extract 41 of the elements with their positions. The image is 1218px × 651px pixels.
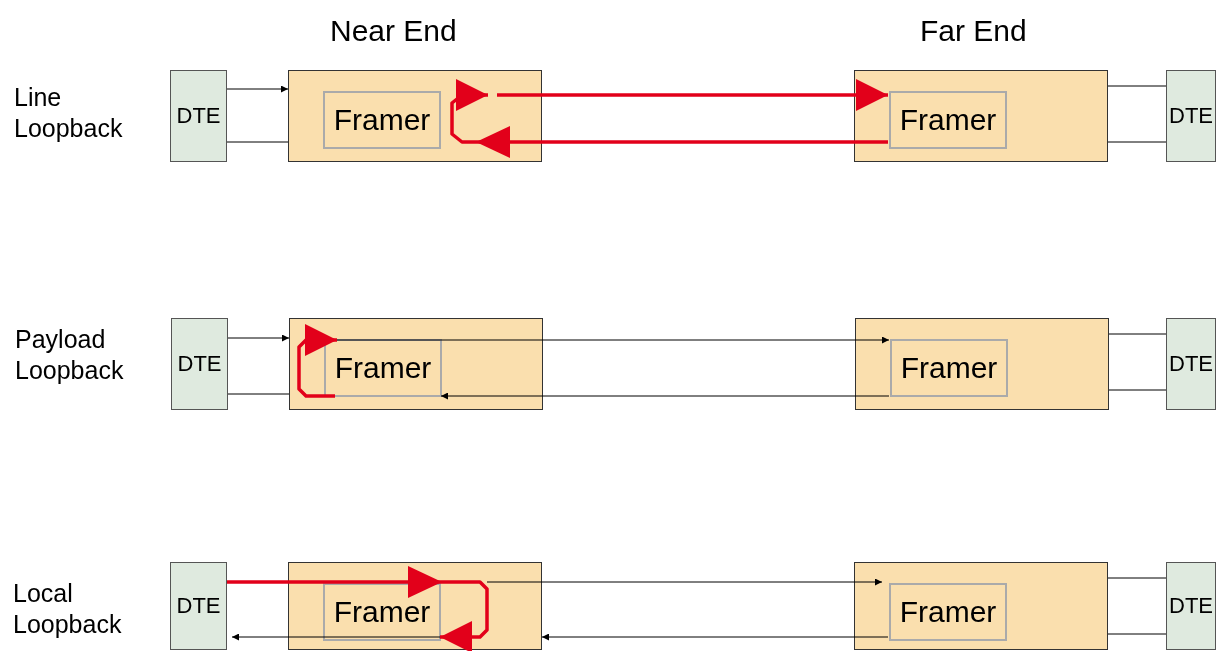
arrow (227, 334, 290, 342)
device-box (854, 70, 1108, 162)
loopback-arrow (497, 79, 888, 111)
framer-box: Framer (889, 583, 1007, 641)
row-label: Line Loopback (14, 82, 124, 145)
dte-box: DTE (170, 70, 227, 162)
arrow (336, 336, 890, 344)
framer-box: Framer (889, 91, 1007, 149)
column-heading: Near End (330, 13, 458, 49)
line (227, 393, 290, 395)
framer-box: Framer (323, 91, 441, 149)
framer-box: Framer (890, 339, 1008, 397)
arrow (440, 392, 890, 400)
dte-box: DTE (1166, 318, 1216, 410)
device-box (289, 318, 543, 410)
dte-box: DTE (1166, 562, 1216, 650)
line (1107, 141, 1167, 143)
loopback-arrow (297, 324, 337, 398)
arrow (226, 85, 289, 93)
line (1107, 85, 1167, 87)
row-label: Local Loopback (13, 578, 123, 641)
loopback-arrow (227, 566, 489, 651)
line (1108, 333, 1167, 335)
device-box (855, 318, 1109, 410)
column-heading: Far End (920, 13, 1028, 49)
arrow (541, 633, 889, 641)
framer-box: Framer (324, 339, 442, 397)
row-label: Payload Loopback (15, 324, 125, 387)
device-box (288, 70, 542, 162)
arrow (231, 633, 441, 641)
dte-box: DTE (1166, 70, 1216, 162)
line (1108, 389, 1167, 391)
dte-box: DTE (171, 318, 228, 410)
line (226, 141, 289, 143)
device-box (854, 562, 1108, 650)
dte-box: DTE (170, 562, 227, 650)
arrow (486, 578, 883, 586)
loopback-arrow (450, 79, 888, 158)
line (1107, 577, 1167, 579)
line (1107, 633, 1167, 635)
device-box (288, 562, 542, 650)
